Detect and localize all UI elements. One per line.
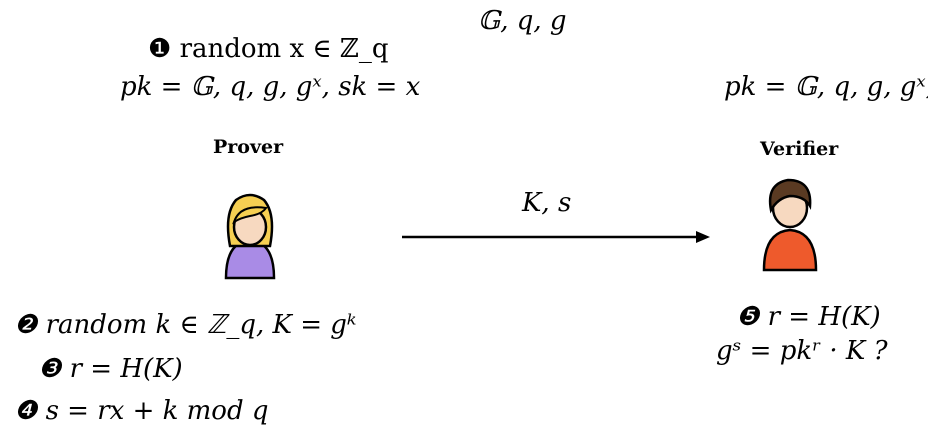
- prover-keys: pk = 𝔾, q, g, gˣ, sk = x: [120, 72, 421, 102]
- message-arrow: [402, 231, 710, 243]
- prover-label: Prover: [213, 136, 284, 158]
- verifier-body: [762, 228, 818, 272]
- verifier-step5: ❺ r = H(K): [736, 302, 881, 332]
- public-parameters: 𝔾, q, g: [478, 6, 567, 36]
- verifier-avatar: [762, 178, 818, 272]
- prover-step2: ❷ random k ∈ ℤ_q, K = gᵏ: [14, 310, 357, 340]
- message-label: K, s: [522, 188, 572, 218]
- prover-step1: ❶ random x ∈ ℤ_q: [148, 34, 389, 64]
- verifier-hair: [768, 178, 812, 214]
- verifier-keys: pk = 𝔾, q, g, gˣ,: [724, 72, 928, 102]
- prover-step4: ❹ s = rx + k mod q: [14, 396, 269, 426]
- verifier-label: Verifier: [760, 138, 839, 160]
- prover-avatar: [224, 193, 276, 280]
- verifier-check: gˢ = pkʳ · K ?: [716, 336, 888, 366]
- prover-step3: ❸ r = H(K): [38, 354, 183, 384]
- prover-bangs: [232, 206, 268, 225]
